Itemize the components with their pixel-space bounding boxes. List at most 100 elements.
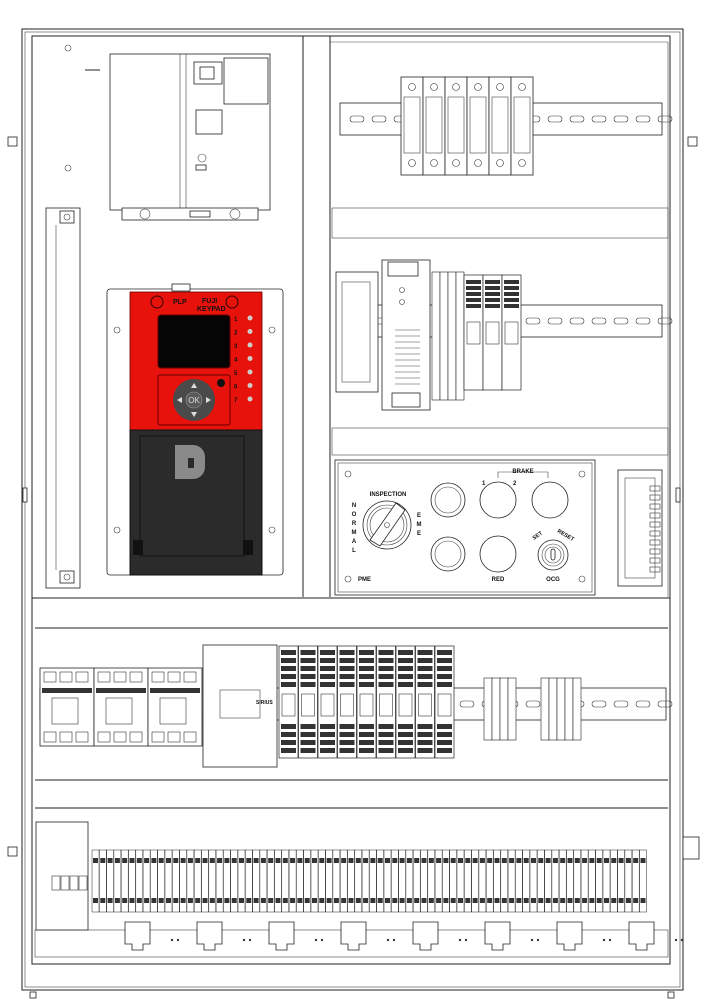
relay-terminal	[339, 650, 355, 655]
terminal-slot	[129, 858, 135, 863]
relay-terminal	[359, 740, 374, 745]
led-number-label: 3	[234, 344, 238, 350]
terminal-slot	[253, 858, 259, 863]
terminal-slot	[363, 858, 369, 863]
terminal-block	[398, 849, 406, 913]
contactor-row: SIRIUS	[39, 644, 673, 768]
rail-slot	[591, 700, 607, 708]
terminal-slot	[173, 858, 179, 863]
terminal-block	[639, 849, 647, 913]
terminal-slot	[209, 858, 215, 863]
pushbutton-bottom[interactable]	[430, 536, 466, 572]
terminal-slot	[450, 858, 456, 863]
terminal-slot	[399, 898, 405, 903]
relay-terminal	[320, 650, 335, 655]
terminal-slot	[173, 898, 179, 903]
terminal-slot	[392, 898, 398, 903]
relay-body	[418, 693, 432, 717]
terminal-block	[412, 849, 421, 913]
contactor-terminal	[75, 671, 89, 683]
contactor-terminal	[151, 731, 165, 743]
terminal-slot	[523, 858, 529, 863]
brake-button-2[interactable]	[531, 481, 569, 519]
keypad-display	[157, 314, 231, 369]
cable-clip	[556, 921, 583, 951]
terminal-slot	[611, 858, 617, 863]
terminal-slot	[582, 858, 588, 863]
contactor-terminal	[167, 731, 181, 743]
terminal-slot	[385, 858, 390, 863]
relay-terminal	[320, 658, 335, 663]
terminal-slot	[231, 858, 237, 863]
connector-pin	[649, 566, 661, 573]
terminal-slot	[348, 858, 354, 863]
terminal-block	[215, 849, 224, 913]
terminal-slot	[377, 858, 383, 863]
terminal-slot	[166, 898, 171, 903]
terminal-slot	[509, 858, 515, 863]
terminal-slot	[304, 858, 310, 863]
terminal-slot	[625, 898, 631, 903]
terminal-slot	[604, 898, 609, 903]
relay-terminal	[339, 682, 355, 687]
relay-terminal	[359, 748, 374, 753]
terminal-slot	[545, 858, 551, 863]
eme-letter: M	[417, 522, 422, 528]
terminal-slot	[187, 898, 193, 903]
mount-hole	[392, 938, 396, 942]
terminal-slot	[224, 898, 230, 903]
terminal-slot	[501, 898, 507, 903]
pushbutton-top[interactable]	[430, 482, 466, 518]
terminal-slot	[129, 898, 135, 903]
terminal-block	[529, 849, 538, 913]
terminal-block	[391, 849, 399, 913]
relay-terminal	[378, 682, 394, 687]
relay-terminal	[398, 674, 413, 679]
terminal-block	[208, 849, 217, 913]
terminal-slot	[466, 280, 481, 284]
contactor-terminal	[97, 671, 111, 683]
arrow-up-icon[interactable]	[191, 383, 197, 388]
terminal-slot	[312, 858, 317, 863]
arrow-right-icon[interactable]	[206, 397, 211, 403]
contactor-terminal	[97, 731, 111, 743]
terminal-slot	[224, 858, 230, 863]
relay-body	[301, 693, 315, 717]
function-button[interactable]	[217, 379, 225, 387]
terminal-block	[172, 849, 180, 913]
red-button[interactable]	[479, 535, 517, 573]
relay-terminal	[320, 674, 335, 679]
relay-terminal	[281, 674, 296, 679]
terminal-block	[431, 271, 441, 401]
terminal-slot	[625, 858, 631, 863]
terminal-slot	[202, 898, 208, 903]
terminal-block	[113, 849, 122, 913]
contactor-terminal	[43, 671, 57, 683]
terminal-slot	[494, 898, 500, 903]
mount-hole	[602, 938, 606, 942]
terminal-slot	[574, 898, 580, 903]
mode-selector-switch[interactable]	[362, 500, 412, 550]
terminal-slot	[485, 280, 500, 284]
relay-terminal	[359, 650, 374, 655]
brake-button-1[interactable]	[479, 481, 517, 519]
key-switch[interactable]	[537, 539, 569, 571]
relay-terminal	[281, 650, 296, 655]
terminal-slot	[370, 898, 376, 903]
terminal-screw	[452, 83, 460, 91]
breaker-body	[403, 96, 421, 154]
terminal-slot	[239, 858, 244, 863]
terminal-slot	[260, 898, 266, 903]
din-rail-breakers	[339, 76, 673, 176]
ok-button[interactable]	[185, 391, 203, 409]
arrow-down-icon[interactable]	[191, 412, 197, 417]
status-led	[247, 315, 253, 321]
terminal-block	[310, 849, 319, 913]
terminal-slot	[122, 898, 128, 903]
arrow-left-icon[interactable]	[177, 397, 182, 403]
rail-slot	[657, 317, 673, 325]
mount-hole	[242, 938, 246, 942]
status-led	[247, 396, 253, 402]
fuse-holder	[78, 875, 88, 891]
terminal-slot	[479, 858, 485, 863]
